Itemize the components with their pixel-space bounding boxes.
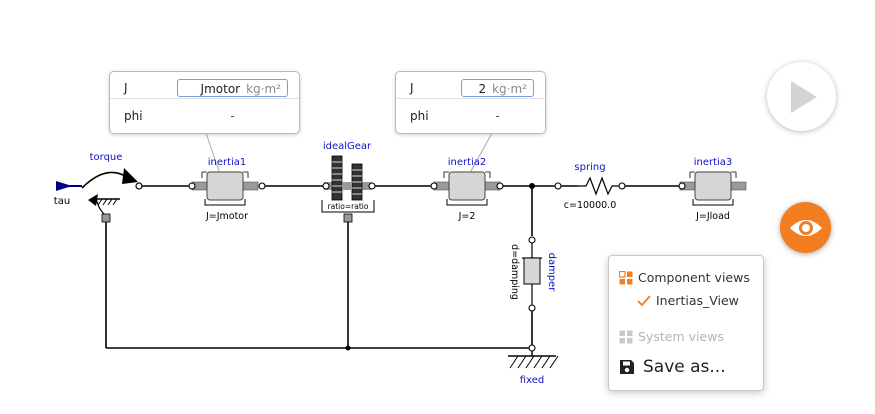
inertia1-param: J=Jmotor (205, 211, 248, 222)
popup1-phi-label: phi (124, 109, 143, 123)
popup2-j-value: 2 (478, 82, 487, 96)
popup1-j-label: J (124, 81, 128, 95)
play-icon (790, 80, 817, 113)
popup1-phi-value: - (230, 109, 235, 123)
fixed-label: fixed (520, 375, 544, 386)
floppy-disk-icon (620, 360, 634, 374)
torque-arc-lower (95, 197, 105, 215)
check-icon (637, 294, 651, 306)
inertia3-label: inertia3 (694, 157, 733, 168)
simulate-button[interactable] (767, 62, 836, 131)
torque-component[interactable]: torque tau (54, 152, 143, 223)
system-views-header: System views (619, 329, 724, 344)
inertia1-component[interactable]: inertia1 J=Jmotor (188, 157, 266, 222)
idealgear-component[interactable]: idealGear ratio=ratio (321, 141, 376, 223)
popup1-j-unit: kg·m² (246, 82, 281, 96)
inertia2-parameter-popup: J 2 kg·m² phi - (395, 71, 546, 134)
torque-arc (81, 171, 126, 189)
spring-zigzag (578, 176, 624, 196)
popup1-j-value: Jmotor (200, 82, 241, 96)
idealgear-label: idealGear (323, 141, 372, 152)
torque-arrowhead (122, 168, 138, 184)
spring-component[interactable]: spring c=10000.0 (554, 162, 626, 211)
idealgear-param: ratio=ratio (328, 202, 369, 211)
spring-label: spring (574, 162, 605, 173)
damper-param: d=damping (509, 244, 520, 300)
save-as-button[interactable]: Save as... (619, 357, 726, 377)
inertia1-label: inertia1 (208, 157, 247, 168)
tau-label: tau (54, 196, 70, 207)
inertia2-label: inertia2 (448, 157, 487, 168)
popup2-row-j: J 2 kg·m² (396, 76, 545, 100)
junction-node (345, 345, 351, 351)
views-toggle-button[interactable] (780, 202, 831, 253)
inertia2-param: J=2 (458, 211, 476, 222)
gear-support-flange (343, 213, 353, 223)
damper-body (523, 257, 541, 285)
wires (105, 185, 682, 349)
fixed-component[interactable]: fixed (508, 344, 559, 386)
damper-component[interactable]: damper d=damping (509, 236, 557, 312)
junction-node (529, 183, 535, 189)
popup2-j-input[interactable]: 2 kg·m² (461, 79, 534, 97)
inertia3-component[interactable]: inertia3 J=Jload (678, 157, 747, 222)
system-views-label: System views (638, 329, 724, 344)
popup2-divider (396, 98, 545, 99)
popup1-row-phi: phi - (110, 104, 299, 128)
inertia3-param: J=Jload (695, 211, 730, 222)
popup2-phi-value: - (495, 109, 500, 123)
views-menu: Component views Inertias_View System vie… (608, 255, 764, 391)
popup1-j-input[interactable]: Jmotor kg·m² (177, 79, 288, 97)
component-view-label: Inertias_View (656, 293, 739, 308)
inertia1-body (206, 171, 244, 201)
spring-param: c=10000.0 (564, 200, 616, 211)
inertia1-parameter-popup: J Jmotor kg·m² phi - (109, 71, 300, 134)
gear-left (331, 155, 343, 201)
popup1-row-j: J Jmotor kg·m² (110, 76, 299, 100)
torque-ground-hatch (97, 198, 118, 206)
damper-label: damper (546, 253, 557, 293)
torque-flange (135, 182, 143, 190)
torque-lower-arrowhead (88, 194, 98, 206)
component-views-header: Component views (619, 270, 750, 285)
popup2-j-unit: kg·m² (492, 82, 527, 96)
eye-icon (789, 219, 822, 236)
inertia3-body (694, 171, 732, 201)
popup2-j-label: J (410, 81, 414, 95)
inertia2-component[interactable]: inertia2 J=2 (430, 157, 504, 222)
save-as-label: Save as... (643, 357, 726, 377)
popup2-phi-label: phi (410, 109, 429, 123)
component-views-icon (619, 270, 633, 284)
inertia2-body (448, 171, 486, 201)
torque-support-flange (101, 213, 111, 223)
system-views-icon (619, 330, 633, 343)
popup2-row-phi: phi - (396, 104, 545, 128)
torque-label: torque (90, 152, 123, 163)
popup1-divider (110, 98, 299, 99)
component-views-label: Component views (638, 270, 750, 285)
component-view-item[interactable]: Inertias_View (637, 293, 739, 308)
